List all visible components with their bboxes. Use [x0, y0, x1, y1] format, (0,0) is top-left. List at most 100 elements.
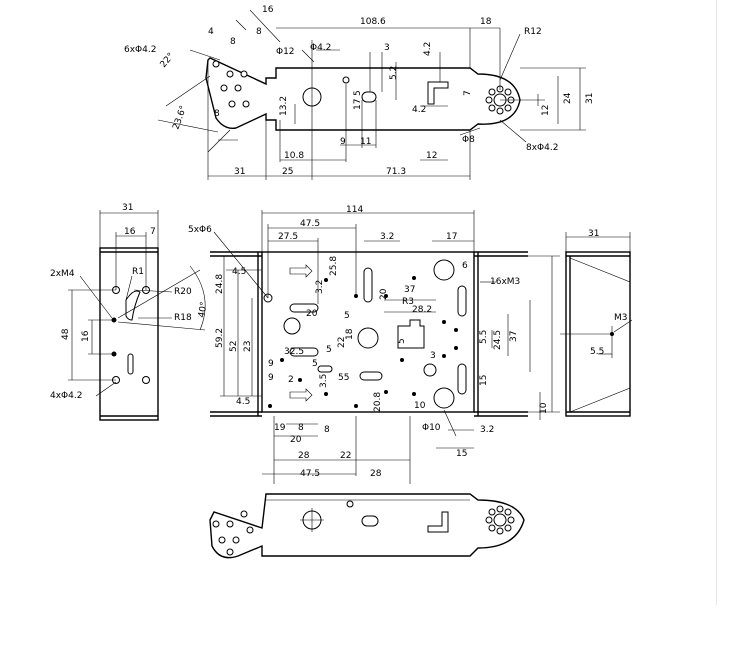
dim-label: 55	[338, 373, 349, 383]
dim-label: 3	[430, 351, 436, 361]
dim-label: 22°	[159, 51, 177, 70]
m3-hole-dots	[268, 276, 458, 408]
dim-label: 25.8	[329, 256, 339, 276]
bottom-hub-hole-4	[496, 527, 504, 535]
dim-label: R20	[174, 287, 192, 297]
dim-label: Φ8	[462, 135, 475, 145]
dim-label: 23	[243, 341, 253, 352]
dim-label: 3.2	[480, 425, 494, 435]
dim-label: 24	[563, 92, 573, 104]
side-plate	[99, 247, 159, 421]
dim-label: 8xΦ4.2	[526, 143, 558, 153]
dim-label: 59.2	[215, 328, 225, 348]
arm-hole-6	[228, 100, 236, 108]
dim-label: 4	[208, 27, 214, 37]
dim-label: 31	[585, 93, 595, 104]
arm-hole-2	[226, 70, 234, 78]
dim-label: 47.5	[300, 469, 320, 479]
dim-label: 5	[344, 311, 350, 321]
page-edge-line	[716, 0, 717, 605]
plan-slot-2	[289, 347, 319, 357]
dim-label: 8	[256, 27, 262, 37]
arrow-icon-2	[289, 388, 313, 402]
dim-label: 22	[340, 451, 351, 461]
top-hole-4-2	[342, 76, 350, 84]
dim-label: 18	[345, 328, 355, 340]
plan-slot-3	[359, 371, 383, 381]
dim-label: 20	[290, 435, 302, 445]
side-arc-slot-2	[127, 353, 134, 375]
top-bracket-outline	[205, 57, 521, 131]
bottom-slot	[361, 515, 379, 527]
dim-label: 5	[312, 359, 318, 369]
arm-hole-1	[212, 60, 220, 68]
hub-hole-4	[496, 107, 504, 115]
plan-view	[210, 210, 560, 484]
dim-label: 5xΦ6	[188, 225, 212, 235]
dim-label: Φ4.2	[310, 43, 331, 53]
dim-label: 5.5	[479, 330, 489, 344]
dim-label: 28.2	[412, 305, 432, 315]
dim-label: 4.2	[423, 42, 433, 56]
dim-label: 28	[370, 469, 382, 479]
dim-label: R3	[402, 297, 414, 307]
plan-slot-right-2	[457, 363, 467, 395]
dim-label: 10	[414, 401, 426, 411]
dim-label: 3	[384, 43, 390, 53]
top-dimension-lines	[157, 9, 586, 180]
dim-label: 114	[346, 205, 363, 215]
end-dimension-lines	[560, 232, 633, 358]
dim-label: 13.2	[279, 96, 289, 116]
dim-label: 8	[324, 425, 330, 435]
dim-label: 5	[326, 345, 332, 355]
dim-label: 24.5	[493, 330, 503, 350]
bottom-hub-hole-1	[507, 516, 515, 524]
dim-label: 31	[234, 167, 245, 177]
dim-label: 16xM3	[490, 277, 520, 287]
bottom-hole-small	[346, 500, 354, 508]
plan-slot-1	[289, 303, 319, 313]
dim-label: 20.8	[373, 392, 383, 412]
bottom-arm-hole-5	[232, 536, 240, 544]
bottom-hub-hole-3	[496, 505, 504, 513]
arm-hole-5	[234, 84, 242, 92]
dim-label: 5	[353, 90, 363, 96]
dim-label: 3.2	[315, 280, 325, 294]
bottom-arm-hole-3	[240, 510, 248, 518]
dim-label: 32.5	[284, 347, 304, 357]
dim-label: R12	[524, 27, 542, 37]
hub-hole-5	[504, 88, 512, 96]
dim-label: 9	[340, 137, 346, 147]
dim-label: 3.5	[319, 374, 329, 388]
hub-hole-2	[485, 96, 493, 104]
side-hole-4	[142, 376, 150, 384]
side-dimension-lines	[68, 210, 206, 397]
dim-label: 17	[353, 99, 363, 110]
plan-slot-right-1	[457, 285, 467, 317]
dim-label: R1	[132, 267, 144, 277]
dim-label: 52	[229, 341, 239, 352]
dim-label: 20	[306, 309, 318, 319]
arm-hole-4	[220, 84, 228, 92]
dim-label: 31	[122, 203, 133, 213]
bottom-l-slot	[427, 511, 449, 533]
plan-dimension-lines	[213, 210, 560, 484]
dim-label: 6xΦ4.2	[124, 45, 156, 55]
arm-hole-7	[242, 100, 250, 108]
dim-label: 17	[446, 232, 457, 242]
dim-label: 23.6°	[171, 105, 189, 131]
bottom-hub-hole-8	[488, 524, 496, 532]
dim-label: Φ10	[422, 423, 441, 433]
bottom-arm-hole-2	[226, 520, 234, 528]
side-arc-slot-1	[125, 290, 141, 321]
dim-label: 4xΦ4.2	[50, 391, 82, 401]
dim-label: R18	[174, 313, 192, 323]
dim-label: 2xM4	[50, 269, 75, 279]
plan-hole-6-2	[423, 363, 437, 377]
dim-label: 12	[426, 151, 437, 161]
dim-label: 18	[480, 17, 492, 27]
dim-label: 15	[479, 375, 489, 386]
top-slot	[361, 91, 377, 103]
dim-label: 37	[404, 285, 415, 295]
